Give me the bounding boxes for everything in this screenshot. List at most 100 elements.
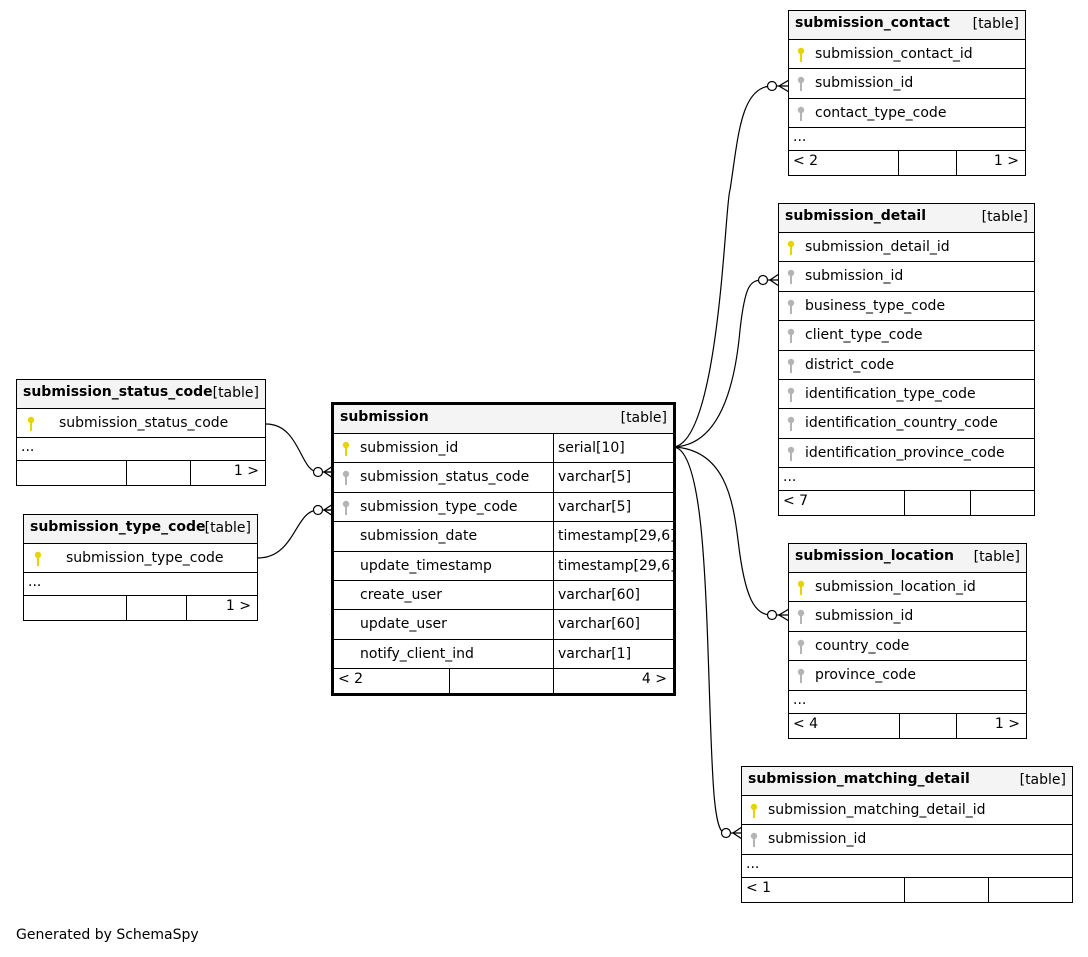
column-row[interactable]: business_type_code	[779, 292, 1034, 322]
foreign-key-icon	[787, 446, 795, 461]
column-name: identification_province_code	[805, 444, 1005, 461]
relation-submission-to-detail	[673, 279, 779, 448]
column-type: varchar[1]	[558, 645, 632, 662]
column-row[interactable]: submission_id	[779, 262, 1034, 292]
column-type: varchar[60]	[558, 616, 640, 633]
column-row[interactable]: submission_id	[789, 69, 1025, 99]
foreign-key-icon	[342, 471, 350, 486]
column-row[interactable]: update_user varchar[60]	[334, 610, 673, 640]
table-submission-matching-detail[interactable]: submission_matching_detail [table] submi…	[741, 766, 1073, 903]
column-row[interactable]: submission_id	[742, 825, 1072, 855]
column-name: submission_location_id	[815, 579, 976, 595]
column-row[interactable]: submission_matching_detail_id	[742, 796, 1072, 826]
relation-type-code-to-submission	[257, 509, 333, 559]
table-header: submission_location [table]	[789, 544, 1026, 573]
table-type-label: [table]	[212, 385, 259, 401]
column-row[interactable]: submission_status_code	[17, 409, 265, 439]
table-submission-type-code[interactable]: submission_type_code [table] submission_…	[23, 514, 258, 622]
column-name: country_code	[815, 637, 910, 654]
column-row[interactable]: update_timestamp timestamp[29,6]	[334, 551, 676, 581]
column-row[interactable]: submission_status_code varchar[5]	[334, 463, 673, 493]
table-submission-detail[interactable]: submission_detail [table] submission_det…	[778, 203, 1035, 517]
column-row[interactable]: identification_country_code	[779, 409, 1034, 439]
primary-key-icon	[27, 416, 35, 431]
column-name: submission_id	[805, 268, 904, 285]
optional-marker	[312, 466, 324, 478]
column-name: submission_id	[815, 608, 914, 625]
column-row[interactable]: identification_province_code	[779, 439, 1034, 469]
table-submission-status-code[interactable]: submission_status_code [table] submissio…	[16, 379, 266, 487]
parents-count: < 2	[793, 153, 819, 170]
foreign-key-icon	[787, 299, 795, 314]
more-columns: ...	[17, 438, 265, 462]
optional-marker	[766, 80, 778, 92]
table-type-label: [table]	[973, 549, 1020, 565]
table-footer: 1 >	[17, 461, 265, 486]
foreign-key-icon	[797, 639, 805, 654]
table-footer: < 2 1 >	[789, 151, 1025, 176]
column-name: notify_client_ind	[360, 645, 474, 662]
column-row[interactable]: submission_contact_id	[789, 40, 1025, 70]
more-columns: ...	[779, 468, 1034, 492]
column-name: submission_status_code	[360, 469, 530, 486]
column-row[interactable]: submission_location_id	[789, 573, 1026, 603]
table-submission-contact[interactable]: submission_contact [table] submission_co…	[788, 10, 1026, 177]
column-name: submission_detail_id	[805, 239, 950, 255]
table-name[interactable]: submission_type_code	[30, 519, 206, 535]
table-name[interactable]: submission_matching_detail	[748, 771, 970, 787]
column-type: varchar[60]	[558, 586, 640, 603]
foreign-key-icon	[787, 417, 795, 432]
foreign-key-icon	[797, 77, 805, 92]
foreign-key-icon	[787, 328, 795, 344]
parents-count	[24, 596, 126, 620]
table-name[interactable]: submission_contact	[795, 15, 950, 31]
column-name: client_type_code	[805, 327, 923, 344]
table-submission[interactable]: submission [table] submission_id serial[…	[331, 402, 676, 697]
primary-key-icon	[34, 551, 42, 566]
column-row[interactable]: country_code	[789, 632, 1026, 662]
column-row[interactable]: notify_client_ind varchar[1]	[334, 639, 673, 670]
table-header: submission [table]	[334, 405, 673, 434]
column-row[interactable]: province_code	[789, 661, 1026, 691]
parents-count: < 7	[783, 493, 809, 510]
column-name: submission_id	[815, 75, 914, 92]
column-row[interactable]: submission_date timestamp[29,6]	[334, 522, 676, 552]
table-header: submission_detail [table]	[779, 204, 1034, 233]
column-row[interactable]: submission_detail_id	[779, 233, 1034, 263]
column-row[interactable]: submission_type_code varchar[5]	[334, 492, 673, 523]
children-count	[970, 491, 1034, 516]
table-name[interactable]: submission	[340, 409, 429, 425]
table-name[interactable]: submission_location	[795, 548, 954, 564]
column-type: serial[10]	[558, 440, 625, 456]
optional-marker	[757, 274, 769, 286]
table-submission-location[interactable]: submission_location [table] submission_l…	[788, 543, 1027, 739]
column-row[interactable]: contact_type_code	[789, 99, 1025, 129]
column-row[interactable]: create_user varchar[60]	[334, 580, 673, 611]
children-count: 1 >	[956, 151, 1025, 176]
table-type-label: [table]	[620, 410, 667, 426]
primary-key-icon	[342, 441, 350, 456]
crowfoot-marker	[778, 608, 790, 622]
primary-key-icon	[797, 47, 805, 62]
children-count: 1 >	[186, 596, 257, 621]
column-name: submission_contact_id	[815, 46, 973, 62]
column-name: submission_id	[360, 440, 459, 456]
primary-key-icon	[797, 580, 805, 595]
column-name: identification_type_code	[805, 385, 976, 402]
column-row[interactable]: submission_type_code	[24, 544, 257, 574]
column-row[interactable]: submission_id	[789, 602, 1026, 632]
column-row[interactable]: district_code	[779, 351, 1034, 380]
column-type: timestamp[29,6]	[558, 528, 676, 545]
column-name: contact_type_code	[815, 104, 947, 121]
column-name: submission_type_code	[66, 550, 224, 566]
generated-by-label: Generated by SchemaSpy	[16, 927, 199, 943]
column-row[interactable]: client_type_code	[779, 321, 1034, 351]
table-name[interactable]: submission_detail	[785, 208, 927, 224]
column-row[interactable]: identification_type_code	[779, 380, 1034, 410]
relation-submission-to-matching-detail	[673, 446, 742, 834]
column-name: create_user	[360, 586, 442, 603]
table-name[interactable]: submission_status_code	[23, 384, 213, 400]
column-row[interactable]: submission_id serial[10]	[334, 434, 673, 464]
foreign-key-icon	[342, 500, 350, 515]
children-count: 4 >	[553, 669, 673, 694]
